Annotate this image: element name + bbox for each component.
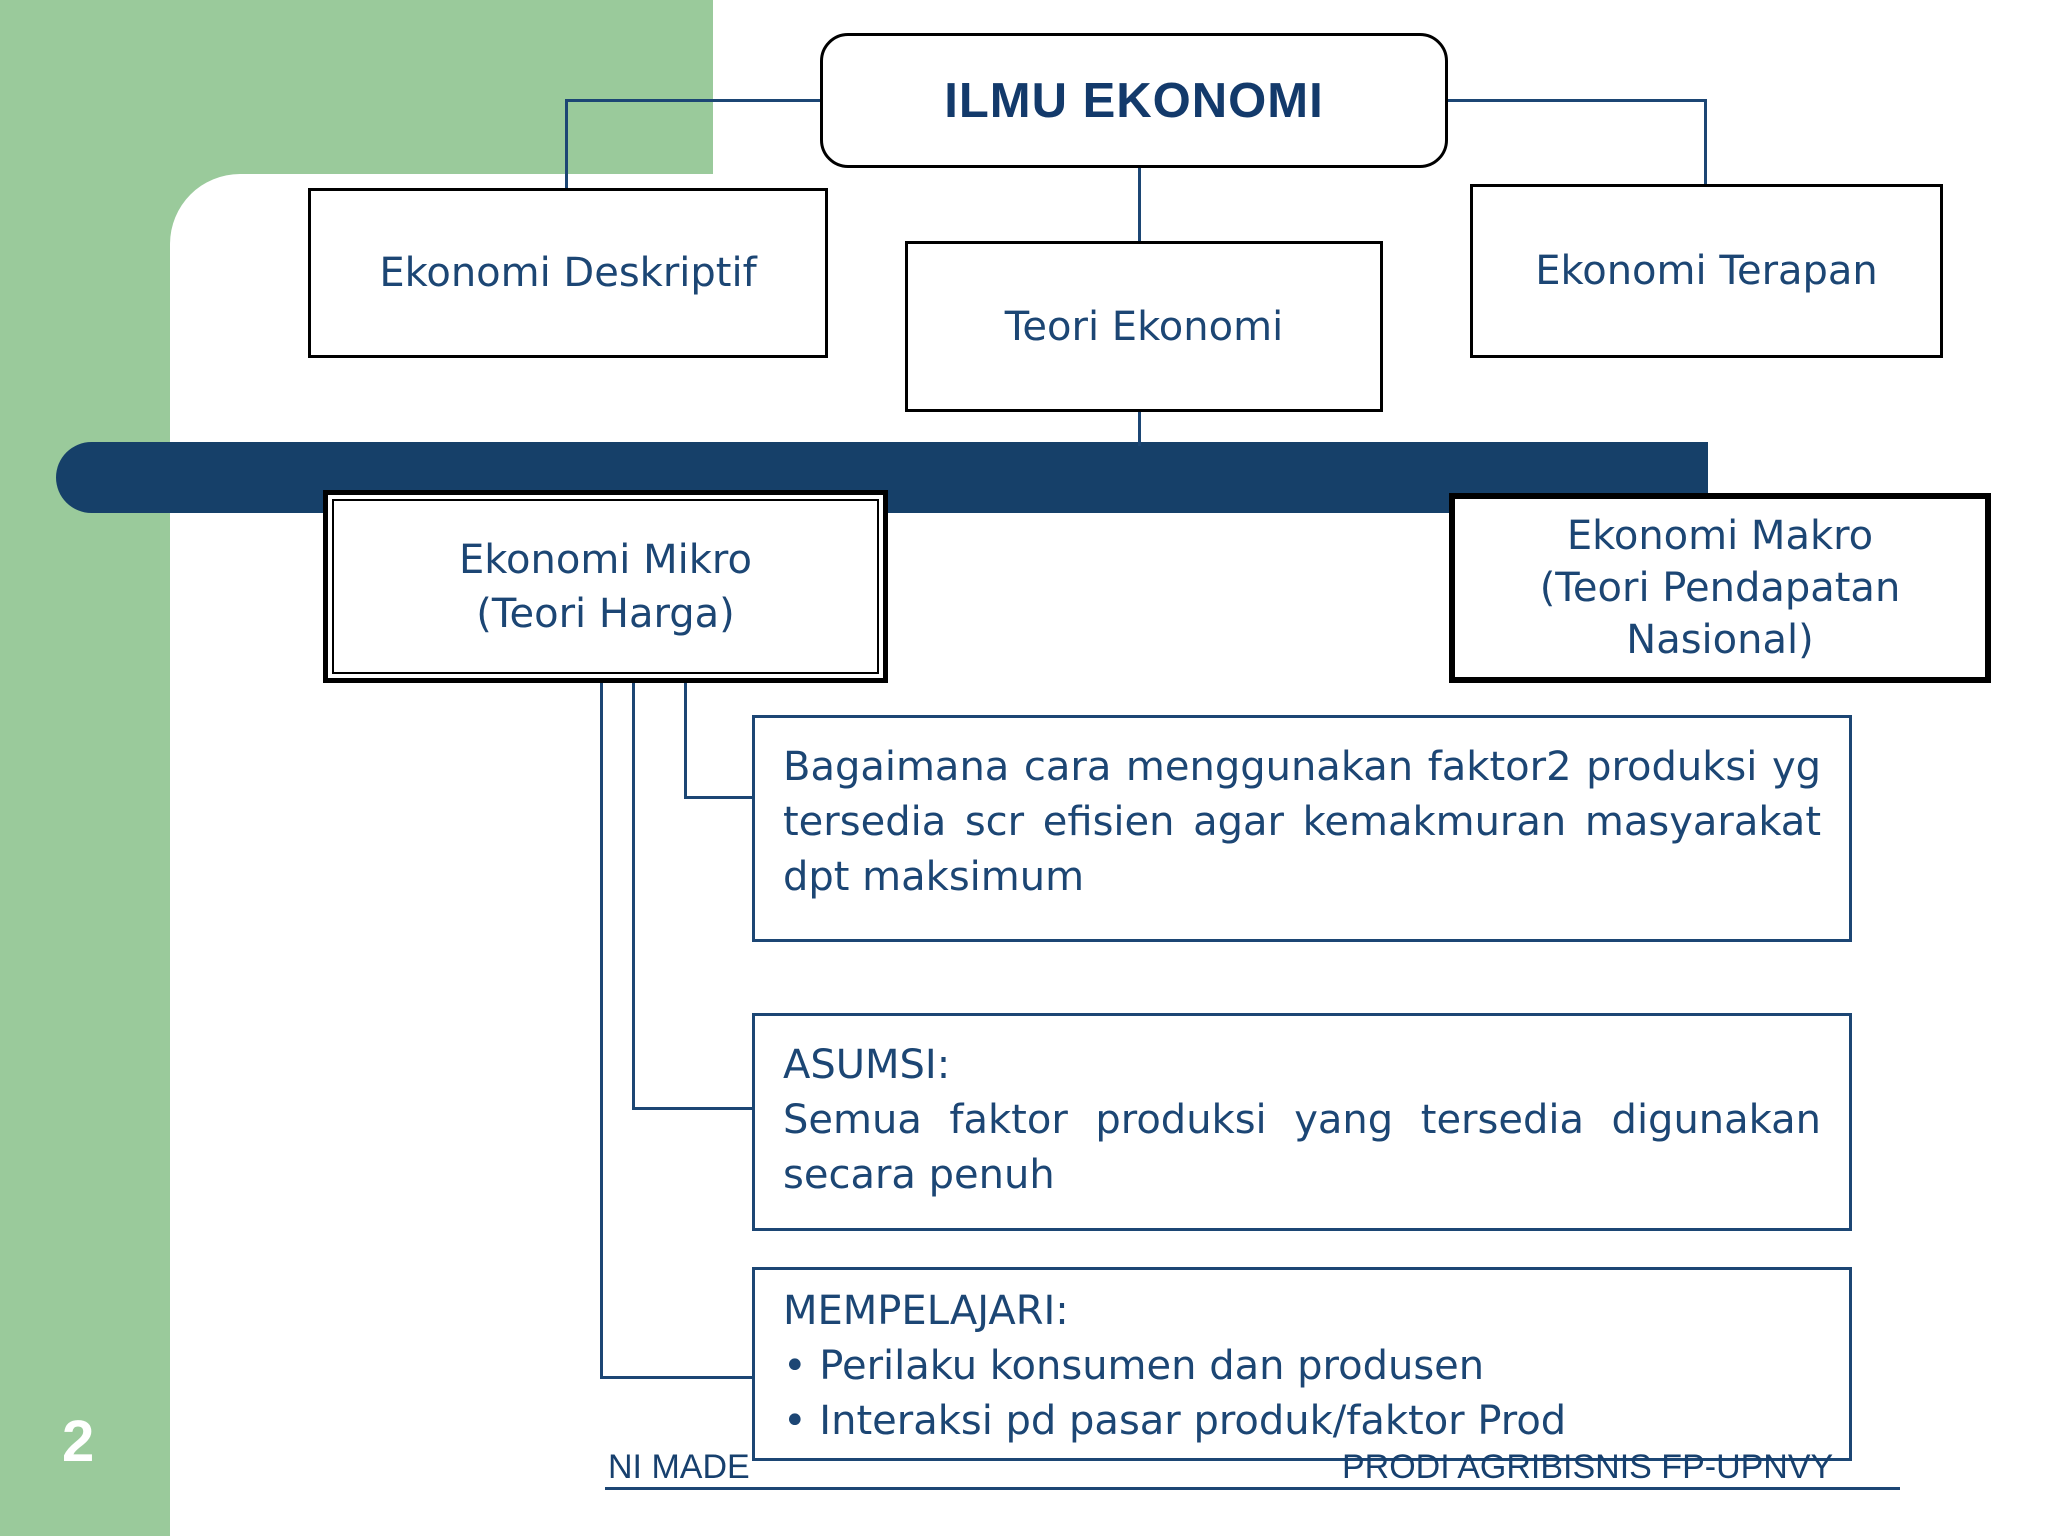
- connector-root-to-center-v: [1138, 166, 1141, 244]
- node-ekonomi-mikro-inner: Ekonomi Mikro (Teori Harga): [332, 499, 879, 674]
- assumption-heading: ASUMSI:: [783, 1042, 951, 1088]
- assumption-box: ASUMSI: Semua faktor produksi yang terse…: [752, 1013, 1852, 1231]
- connector-root-to-left-v: [565, 99, 568, 191]
- node-ekonomi-deskriptif: Ekonomi Deskriptif: [308, 188, 828, 358]
- assumption-text: Semua faktor produksi yang tersedia digu…: [783, 1097, 1821, 1199]
- connector-root-to-right-v: [1704, 99, 1707, 187]
- node-ekonomi-mikro-line1: Ekonomi Mikro: [459, 536, 752, 583]
- study-bullet-1: • Perilaku konsumen dan produsen: [783, 1343, 1485, 1390]
- node-ekonomi-mikro-line2: (Teori Harga): [476, 590, 735, 637]
- connector-micro-to-assumption-v: [632, 683, 635, 1110]
- connector-micro-to-study-h: [600, 1376, 755, 1379]
- connector-center-to-bar-v: [1138, 410, 1141, 446]
- connector-root-to-right-h: [1446, 99, 1707, 102]
- page-number: 2: [62, 1409, 95, 1474]
- footer-underline: [605, 1487, 1900, 1490]
- connector-micro-to-description-v: [684, 683, 687, 799]
- study-bullet-2: • Interaksi pd pasar produk/faktor Prod: [783, 1398, 1567, 1445]
- green-sidebar: [0, 0, 170, 1536]
- node-ekonomi-makro: Ekonomi Makro (Teori Pendapatan Nasional…: [1449, 493, 1991, 683]
- node-ekonomi-makro-line1: Ekonomi Makro: [1566, 513, 1874, 559]
- connector-micro-to-study-v: [600, 683, 603, 1379]
- connector-micro-to-description-h: [684, 796, 755, 799]
- root-node-ilmu-ekonomi: ILMU EKONOMI: [820, 33, 1448, 168]
- description-box-text: Bagaimana cara menggunakan faktor2 produ…: [783, 744, 1821, 901]
- footer-prodi-text: PRODI AGRIBISNIS FP-UPNVY: [1342, 1448, 1834, 1486]
- footer-author-text: NI MADE: [608, 1448, 750, 1486]
- node-teori-ekonomi: Teori Ekonomi: [905, 241, 1383, 412]
- node-ekonomi-terapan: Ekonomi Terapan: [1470, 184, 1943, 358]
- connector-root-to-left-h: [565, 99, 823, 102]
- node-ekonomi-deskriptif-label: Ekonomi Deskriptif: [379, 250, 757, 296]
- root-node-label: ILMU EKONOMI: [944, 73, 1324, 128]
- node-ekonomi-makro-line3: Nasional): [1626, 617, 1814, 663]
- node-ekonomi-terapan-label: Ekonomi Terapan: [1535, 248, 1878, 294]
- node-ekonomi-mikro: Ekonomi Mikro (Teori Harga): [323, 490, 888, 683]
- node-teori-ekonomi-label: Teori Ekonomi: [1004, 303, 1284, 350]
- node-ekonomi-makro-line2: (Teori Pendapatan: [1539, 565, 1901, 611]
- description-box: Bagaimana cara menggunakan faktor2 produ…: [752, 715, 1852, 942]
- study-heading: MEMPELAJARI:: [783, 1288, 1069, 1334]
- study-box: MEMPELAJARI: • Perilaku konsumen dan pro…: [752, 1267, 1852, 1461]
- connector-micro-to-assumption-h: [632, 1107, 755, 1110]
